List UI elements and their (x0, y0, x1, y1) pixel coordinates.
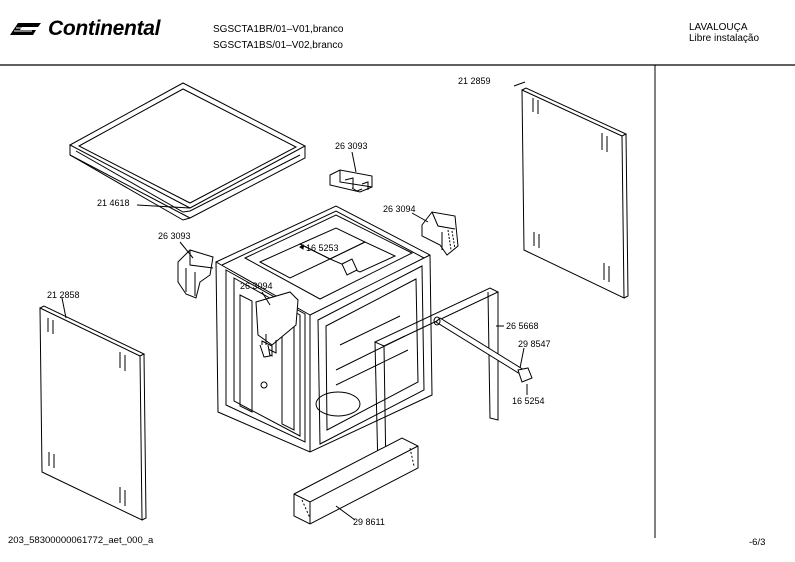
tub-part (215, 205, 433, 453)
leader-263093-left (179, 241, 194, 259)
kickplate-part (293, 437, 419, 525)
rod-part (433, 316, 533, 383)
category-title: LAVALOUÇA (689, 22, 748, 33)
leader-298611 (335, 505, 356, 521)
leader-263094-inner (261, 291, 271, 306)
brand-name: Continental (48, 17, 161, 40)
label-265668: 26 5668 (506, 321, 539, 331)
arrow-165253 (299, 244, 304, 250)
leader-263093-upper (351, 151, 357, 173)
leader-298547 (519, 347, 525, 369)
label-263093-left: 26 3093 (158, 231, 191, 241)
document-id: 203_58300000061772_aet_000_a (8, 535, 154, 546)
label-212858: 21 2858 (47, 290, 80, 300)
side-panel-left (39, 305, 147, 521)
label-263094-upper: 26 3094 (383, 204, 416, 214)
label-214618: 21 4618 (97, 198, 130, 208)
page-number: -6/3 (749, 537, 766, 548)
model-line-2: SGSCTA1BS/01–V02,branco (213, 40, 343, 51)
brand-logo: Continental (8, 17, 161, 41)
label-212859: 21 2859 (458, 76, 491, 86)
clip-263093-upper (329, 169, 373, 193)
category-subtitle: Libre instalação (689, 33, 760, 44)
bracket-263094-inner (255, 291, 299, 358)
clip-263093-left (177, 249, 214, 299)
leader-212858 (61, 297, 67, 319)
label-298547: 29 8547 (518, 339, 551, 349)
label-263094-inner: 26 3094 (240, 281, 273, 291)
worktop-part (68, 82, 307, 221)
label-263093-upper: 26 3093 (335, 141, 368, 151)
clip-263094-upper (421, 211, 459, 256)
side-panel-right (521, 87, 629, 299)
leader-263094-upper (411, 212, 429, 223)
label-165253: 16 5253 (306, 243, 339, 253)
continental-horse-icon (10, 23, 41, 35)
label-298611: 29 8611 (353, 517, 385, 527)
leader-214618 (136, 204, 191, 209)
leader-212859 (513, 81, 526, 87)
label-165254: 16 5254 (512, 396, 545, 406)
model-line-1: SGSCTA1BR/01–V01,branco (213, 24, 344, 35)
